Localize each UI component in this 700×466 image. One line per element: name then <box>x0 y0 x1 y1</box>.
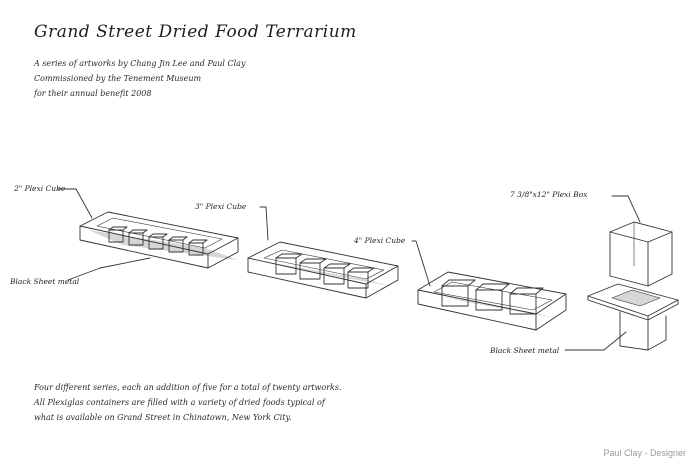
designer-credit: Paul Clay - Designer <box>603 448 686 458</box>
description-line: All Plexiglas containers are filled with… <box>34 398 325 407</box>
intro-line: for their annual benefit 2008 <box>34 89 152 98</box>
intro-line: A series of artworks by Chang Jin Lee an… <box>34 59 246 68</box>
tray-3in-cubes <box>247 241 399 299</box>
label-plexi-box: 7 3/8"x12" Plexi Box <box>510 190 588 199</box>
page-title: Grand Street Dried Food Terrarium <box>34 22 357 42</box>
label-2in-cube: 2" Plexi Cube <box>14 184 66 193</box>
description-text: Four different series, each an addition … <box>34 380 342 425</box>
label-4in-cube: 4" Plexi Cube <box>354 236 406 245</box>
description-line: Four different series, each an addition … <box>34 383 342 392</box>
tray-plexi-box <box>587 221 679 351</box>
tray-4in-cubes <box>417 271 567 331</box>
label-black-sheet-metal-left: Black Sheet metal <box>10 277 80 286</box>
intro-line: Commissioned by the Tenement Museum <box>34 74 202 83</box>
label-3in-cube: 3" Plexi Cube <box>195 202 247 211</box>
intro-text: A series of artworks by Chang Jin Lee an… <box>34 56 245 101</box>
tray-2in-cubes <box>79 211 239 269</box>
label-black-sheet-metal-right: Black Sheet metal <box>490 346 560 355</box>
description-line: what is available on Grand Street in Chi… <box>34 413 292 422</box>
leader-lines <box>57 188 641 351</box>
